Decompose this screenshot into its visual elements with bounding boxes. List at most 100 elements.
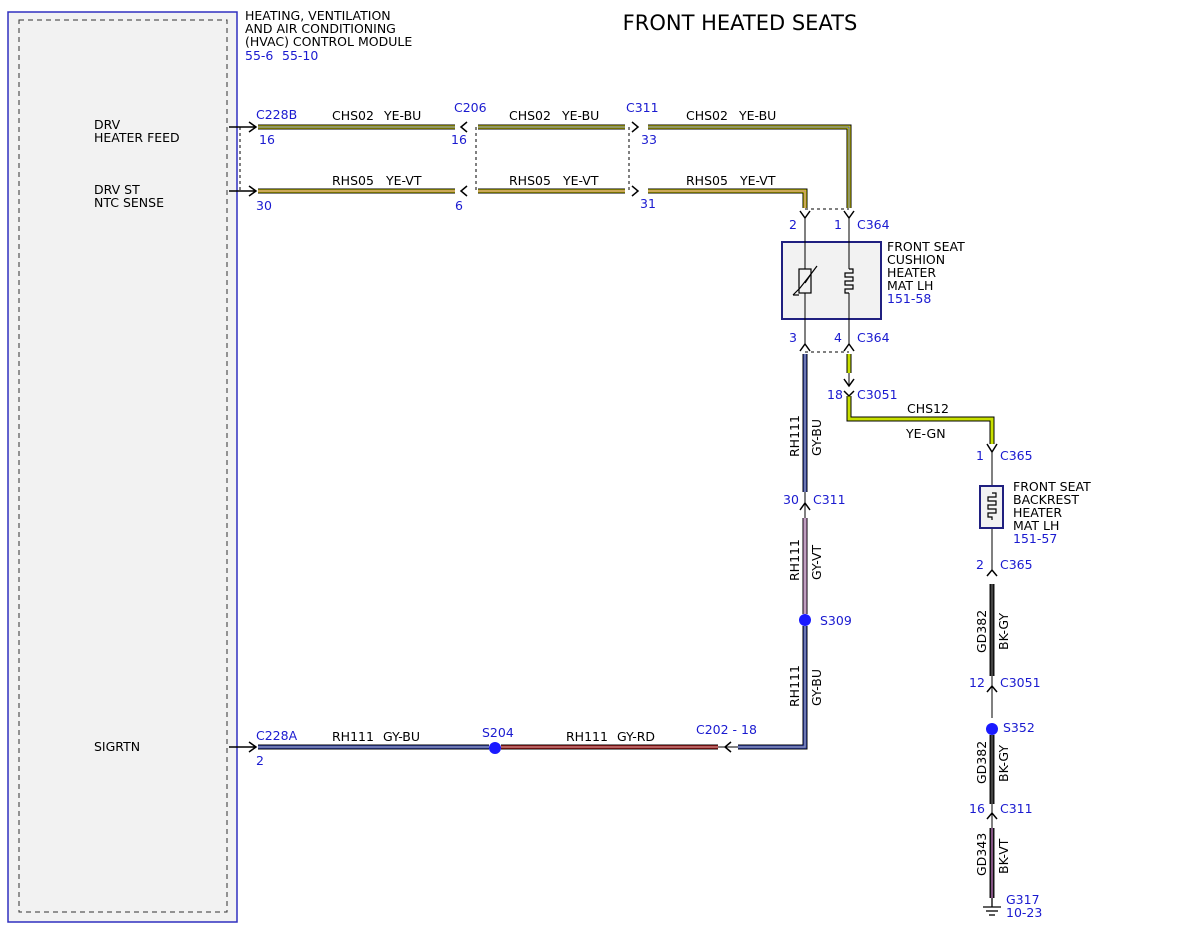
connector-c311-ground[interactable]: C311	[1000, 801, 1033, 816]
wire-label-chs02-c: CHS02	[686, 108, 728, 123]
connector-c228b[interactable]: C228B	[256, 107, 297, 122]
wire-label-bkgy-b: BK-GY	[996, 745, 1011, 782]
wire-rh111-gybu-lower[interactable]	[738, 626, 808, 750]
splice-s352[interactable]	[986, 723, 998, 735]
ground-ref-link[interactable]: 10-23	[1006, 905, 1042, 920]
wire-label-yevt-c: YE-VT	[739, 173, 776, 188]
connector-c206[interactable]: C206	[454, 100, 487, 115]
wire-label-bkvt: BK-VT	[996, 838, 1011, 874]
wire-label-gyrd: GY-RD	[617, 729, 655, 744]
c365-connector-bottom[interactable]	[986, 568, 998, 577]
wire-label-rhs05-c: RHS05	[686, 173, 728, 188]
connector-c365-top[interactable]: C365	[1000, 448, 1033, 463]
svg-text:AND AIR CONDITIONING: AND AIR CONDITIONING	[245, 21, 396, 36]
wire-label-rh111-b: RH111	[787, 539, 802, 581]
pin-c3051-18: 18	[827, 387, 843, 402]
wire-label-chs02-a: CHS02	[332, 108, 374, 123]
c206-connector[interactable]	[459, 121, 477, 197]
wire-label-chs12: CHS12	[907, 401, 949, 416]
svg-text:FRONT SEAT: FRONT SEAT	[1013, 479, 1091, 494]
connector-c311-middle[interactable]: C311	[813, 492, 846, 507]
ground-symbol[interactable]	[983, 898, 1001, 916]
splice-s309[interactable]	[799, 614, 811, 626]
connector-c311-upper[interactable]: C311	[626, 100, 659, 115]
c311-connector-ground[interactable]	[986, 804, 998, 828]
svg-text:(HVAC) CONTROL MODULE: (HVAC) CONTROL MODULE	[245, 34, 412, 49]
wire-rhs05[interactable]	[258, 188, 808, 208]
page-title: FRONT HEATED SEATS	[623, 11, 858, 35]
pin-c364-1: 1	[834, 217, 842, 232]
wire-label-gd343: GD343	[974, 833, 989, 876]
c3051-connector-upper[interactable]	[843, 373, 855, 398]
wire-label-rhs05-a: RHS05	[332, 173, 374, 188]
c202-connector[interactable]	[718, 741, 738, 753]
pin-label-drv-heater-feed-2: HEATER FEED	[94, 130, 180, 145]
wire-chs12[interactable]	[846, 354, 995, 444]
pin-c206-16: 16	[451, 132, 467, 147]
pin-c364-4: 4	[834, 330, 842, 345]
cushion-heater-label: FRONT SEAT CUSHION HEATER MAT LH 151-58	[887, 239, 965, 306]
hvac-module-label: HEATING, VENTILATION AND AIR CONDITIONIN…	[245, 8, 412, 63]
wire-label-rh111-d: RH111	[566, 729, 608, 744]
connector-c3051-upper[interactable]: C3051	[857, 387, 898, 402]
wire-label-rh111-a: RH111	[787, 415, 802, 457]
pin-c365-2: 2	[976, 557, 984, 572]
wire-label-rh111-c: RH111	[787, 665, 802, 707]
splice-label-s204: S204	[482, 725, 514, 740]
connector-c364-top[interactable]: C364	[857, 217, 890, 232]
wire-label-gd382-b: GD382	[974, 741, 989, 784]
wire-label-yegn: YE-GN	[905, 426, 946, 441]
c364-connector-top[interactable]	[799, 208, 855, 220]
splice-s204[interactable]	[489, 742, 501, 754]
pin-c311-30: 30	[783, 492, 799, 507]
svg-text:HEATER: HEATER	[1013, 505, 1062, 520]
cushion-heater-ref-link[interactable]: 151-58	[887, 291, 931, 306]
c311-connector-upper[interactable]	[628, 121, 640, 197]
backrest-heater-label: FRONT SEAT BACKREST HEATER MAT LH 151-57	[1013, 479, 1091, 546]
c364-connector-bottom[interactable]	[799, 342, 855, 353]
backrest-heater-mat[interactable]	[979, 452, 1004, 570]
c3051-connector-lower[interactable]	[986, 676, 998, 718]
splice-label-s309: S309	[820, 613, 852, 628]
pin-c206-6: 6	[455, 198, 463, 213]
connector-c364-bottom[interactable]: C364	[857, 330, 890, 345]
pin-c364-2: 2	[789, 217, 797, 232]
pin-c311-33: 33	[641, 132, 657, 147]
backrest-heater-ref-link[interactable]: 151-57	[1013, 531, 1057, 546]
wire-label-yebu-b: YE-BU	[561, 108, 599, 123]
pin-label-drv-heater-feed-1: DRV	[94, 117, 121, 132]
svg-text:MAT LH: MAT LH	[887, 278, 933, 293]
pin-c228b-16: 16	[259, 132, 275, 147]
hvac-ref-link-2[interactable]: 55-10	[282, 48, 318, 63]
ground-label-g317[interactable]: G317	[1006, 892, 1040, 907]
connector-c202[interactable]: C202 - 18	[696, 722, 757, 737]
wire-label-yevt-a: YE-VT	[385, 173, 422, 188]
pin-label-drv-st-ntc-1: DRV ST	[94, 182, 140, 197]
pin-c311-16: 16	[969, 801, 985, 816]
svg-text:BACKREST: BACKREST	[1013, 492, 1079, 507]
hvac-ref-link-1[interactable]: 55-6	[245, 48, 273, 63]
connector-c3051-lower[interactable]: C3051	[1000, 675, 1041, 690]
pin-c228b-30: 30	[256, 198, 272, 213]
svg-text:MAT LH: MAT LH	[1013, 518, 1059, 533]
c311-connector-middle[interactable]	[799, 492, 811, 518]
wire-chs02[interactable]	[258, 124, 852, 208]
c365-connector-top[interactable]	[986, 443, 998, 454]
pin-label-sigrtn: SIGRTN	[94, 739, 140, 754]
connector-c365-bottom[interactable]: C365	[1000, 557, 1033, 572]
wire-label-gyvt: GY-VT	[809, 544, 824, 580]
backrest-heater-element-icon	[987, 492, 997, 520]
pin-label-drv-st-ntc-2: NTC SENSE	[94, 195, 164, 210]
hvac-control-module[interactable]	[7, 11, 238, 923]
wire-label-rhs05-b: RHS05	[509, 173, 551, 188]
ntc-thermistor-icon	[792, 265, 818, 296]
cushion-heater-mat[interactable]	[781, 218, 882, 345]
wire-label-gybu-c: GY-BU	[383, 729, 420, 744]
svg-text:FRONT SEAT: FRONT SEAT	[887, 239, 965, 254]
splice-label-s352: S352	[1003, 720, 1035, 735]
wire-label-chs02-b: CHS02	[509, 108, 551, 123]
pin-c228a-2: 2	[256, 753, 264, 768]
wire-label-gd382-a: GD382	[974, 610, 989, 653]
connector-c228a[interactable]: C228A	[256, 728, 298, 743]
